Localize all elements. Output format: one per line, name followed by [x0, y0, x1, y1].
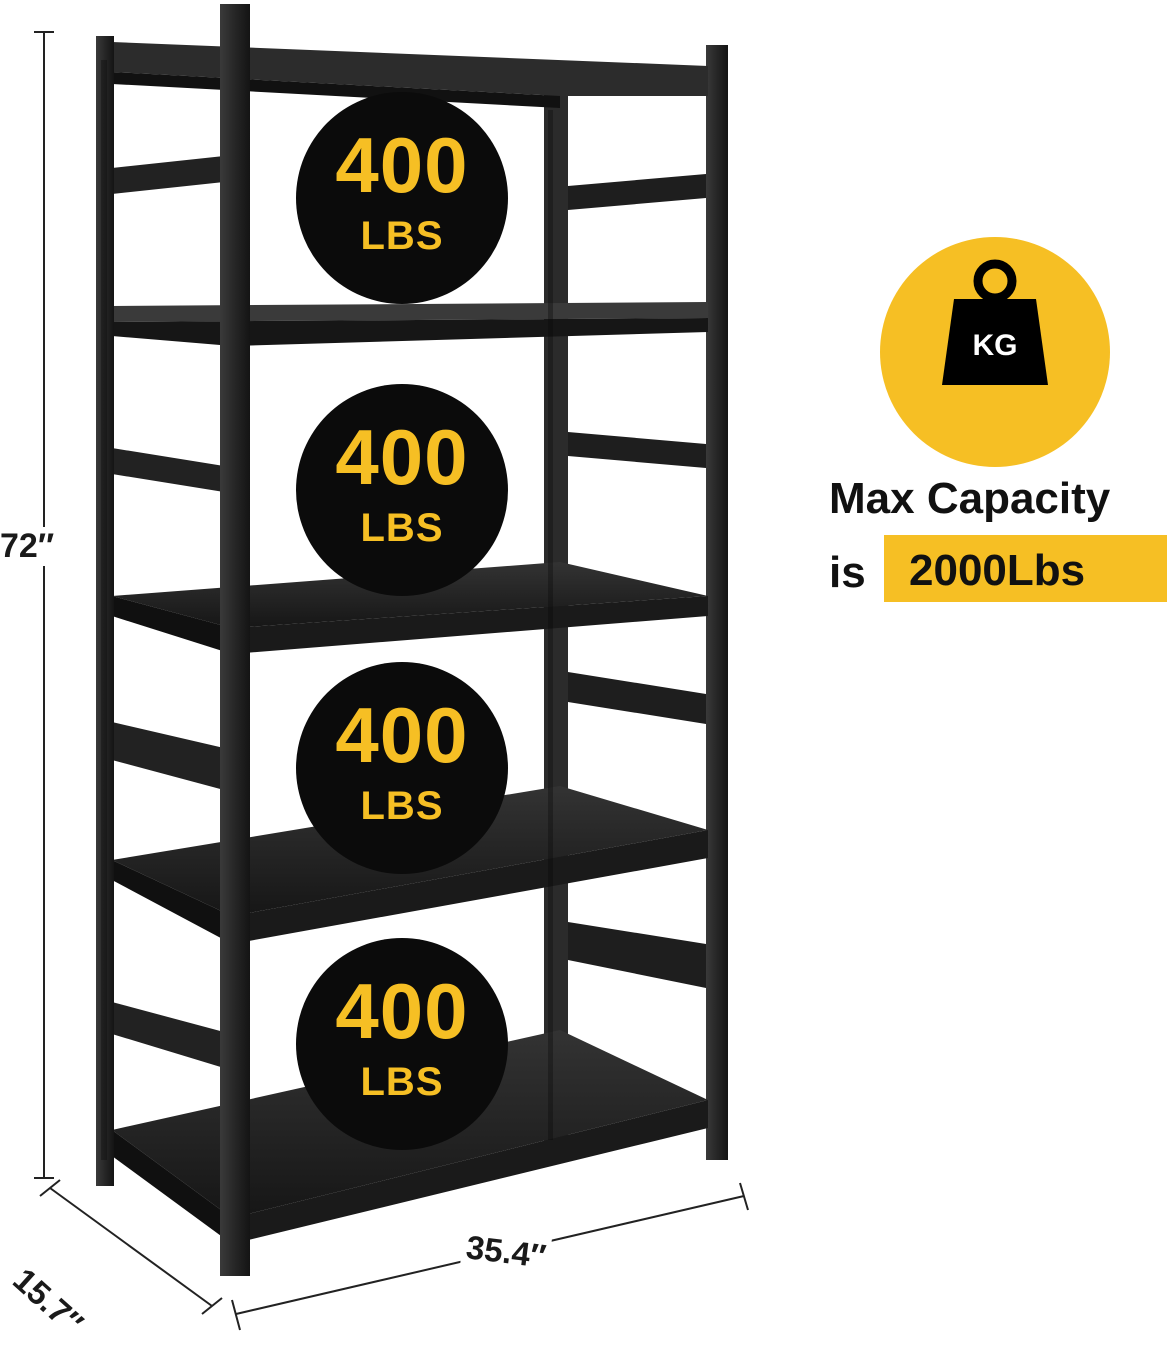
max-capacity-heading: Max Capacity	[829, 474, 1111, 523]
max-capacity-is: is	[829, 548, 866, 597]
capacity-value: 400	[335, 691, 469, 779]
shelf-2	[112, 302, 708, 346]
kg-label: KG	[973, 329, 1018, 362]
capacity-value: 400	[335, 967, 469, 1055]
capacity-unit: LBS	[360, 784, 444, 828]
capacity-unit: LBS	[360, 506, 444, 550]
max-capacity-highlight	[884, 535, 1167, 602]
back-right-post	[706, 45, 728, 1160]
right-side-braces	[568, 174, 706, 988]
shelf-capacity-badge: 400 LBS	[296, 938, 508, 1150]
height-dimension-label: 72″	[0, 527, 59, 566]
post-slots	[101, 60, 553, 1160]
capacity-unit: LBS	[360, 214, 444, 258]
shelf-capacity-badge: 400 LBS	[296, 92, 508, 304]
capacity-value: 400	[335, 413, 469, 501]
shelf-capacity-badge: 400 LBS	[296, 662, 508, 874]
kg-weight-icon: KG	[880, 237, 1110, 467]
max-capacity-value: 2000Lbs	[909, 546, 1086, 595]
front-center-post	[220, 4, 250, 1276]
shelf-capacity-badge: 400 LBS	[296, 384, 508, 596]
front-left-post	[96, 36, 114, 1186]
left-side-braces	[112, 156, 224, 1068]
depth-dimension-line	[39, 1179, 223, 1315]
capacity-unit: LBS	[360, 1060, 444, 1104]
height-dimension-line	[34, 31, 54, 1179]
capacity-value: 400	[335, 121, 469, 209]
